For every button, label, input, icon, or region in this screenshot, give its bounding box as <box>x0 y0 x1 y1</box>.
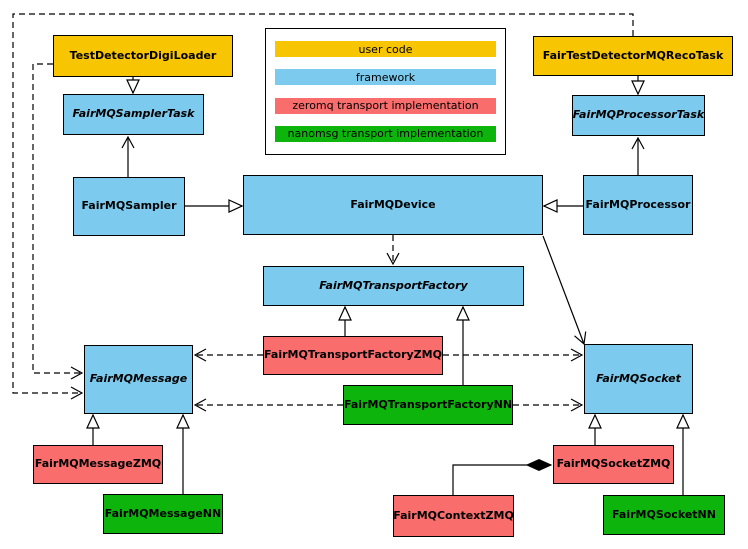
legend-item-user-code: user code <box>275 41 496 58</box>
node-testdetectordigiloader: TestDetectorDigiLoader <box>53 35 233 77</box>
node-fairmqsocket: FairMQSocket <box>584 344 693 414</box>
node-fairmqdevice: FairMQDevice <box>243 175 543 235</box>
legend-item-zeromq: zeromq transport implementation <box>275 97 496 114</box>
legend: user code framework zeromq transport imp… <box>265 28 506 155</box>
node-fairmqprocessor: FairMQProcessor <box>583 175 693 235</box>
node-fairmqprocessortask: FairMQProcessorTask <box>572 95 705 136</box>
node-fairtestdetectormqrecotask: FairTestDetectorMQRecoTask <box>533 36 733 76</box>
node-fairmqtransportfactory: FairMQTransportFactory <box>263 266 524 306</box>
legend-item-nanomsg: nanomsg transport implementation <box>275 125 496 142</box>
node-fairmqmessagezmq: FairMQMessageZMQ <box>33 445 163 484</box>
node-fairmqsocketnn: FairMQSocketNN <box>603 495 725 535</box>
edge-device-uses-socket <box>542 235 584 344</box>
node-fairmqcontextzmq: FairMQContextZMQ <box>393 495 514 537</box>
node-fairmqtransportfactoryzmq: FairMQTransportFactoryZMQ <box>263 336 443 375</box>
node-fairmqsampler: FairMQSampler <box>73 177 185 236</box>
node-fairmqmessagenn: FairMQMessageNN <box>103 494 223 534</box>
node-fairmqmessage: FairMQMessage <box>84 345 193 414</box>
node-fairmqsocketzmq: FairMQSocketZMQ <box>553 445 674 484</box>
node-fairmqsamplertask: FairMQSamplerTask <box>63 94 204 135</box>
edge-contextzmq-composed-in-socketzmq <box>452 465 551 495</box>
legend-item-framework: framework <box>275 69 496 86</box>
edge-digiloader-depends-message <box>32 63 82 373</box>
edge-recotask-depends-message <box>12 13 634 393</box>
node-fairmqtransportfactorynn: FairMQTransportFactoryNN <box>343 385 513 425</box>
